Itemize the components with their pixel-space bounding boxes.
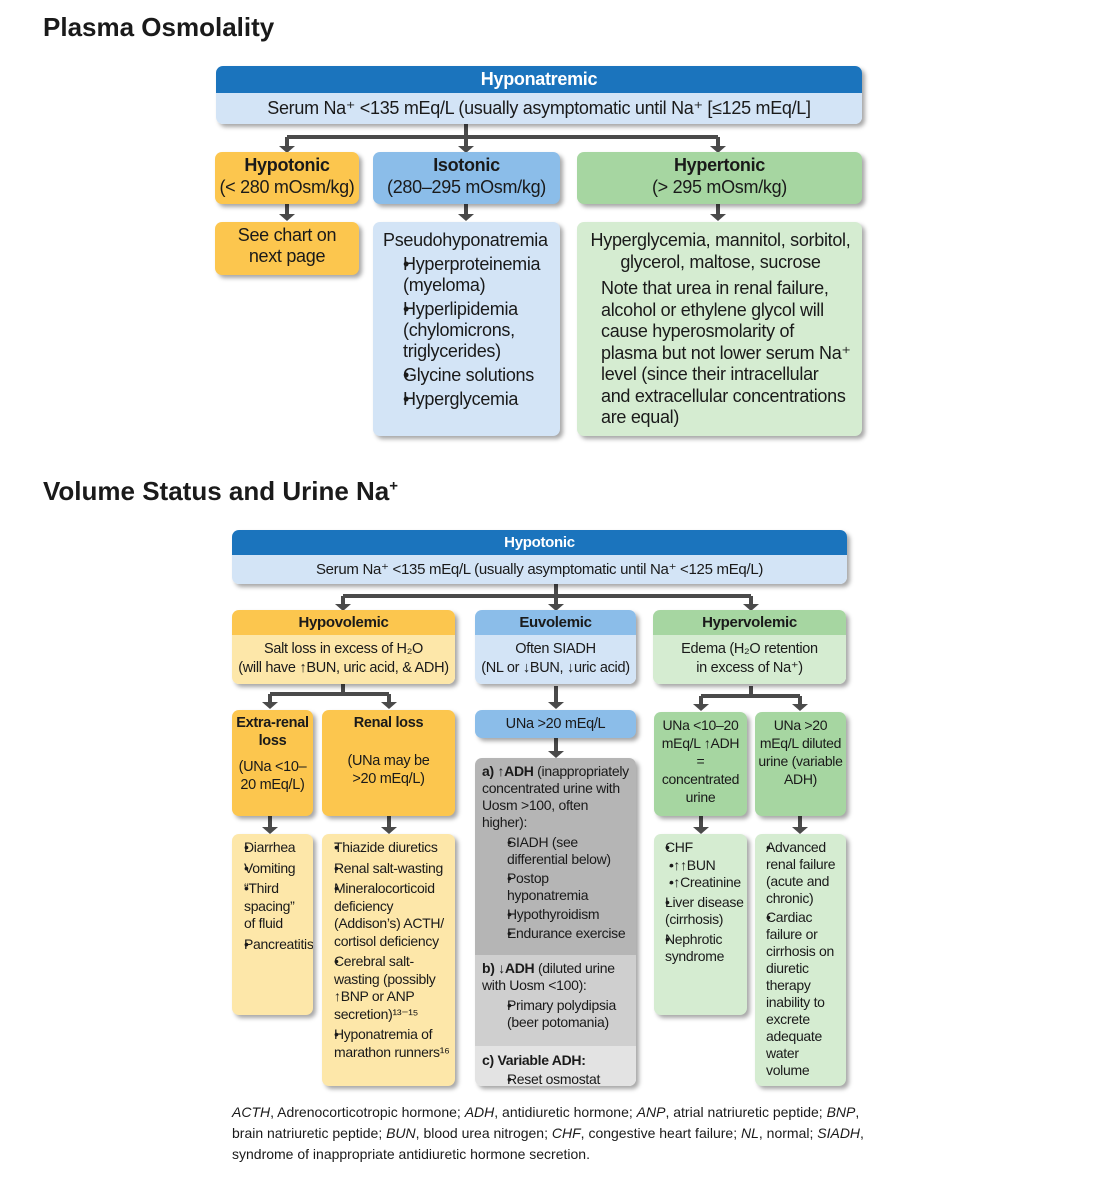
adh-variable-list: Reset osmostat: [482, 1071, 630, 1086]
list-item: Pancreatitis: [236, 936, 313, 954]
list-item: Primary polydipsia (beer potomania): [498, 997, 630, 1031]
adh-high-label: a) ↑ADH: [482, 763, 534, 779]
list-item: Cerebral salt-wasting (possibly ↑BNP or …: [326, 953, 451, 1023]
list-subitem: -↑Creatinine: [657, 874, 744, 892]
list-item: Cardiac failure or cirrhosis on diuretic…: [758, 909, 843, 1079]
list-item: Mineralocorticoid deficiency (Addison’s)…: [326, 880, 451, 950]
renal-causes-list: Thiazide diuretics Renal salt-wasting Mi…: [328, 839, 451, 1061]
hypervolemic-box: Hypervolemic Edema (H₂O retention in exc…: [653, 610, 846, 684]
list-item: Thiazide diuretics: [326, 839, 451, 857]
list-item: Endurance exercise: [498, 925, 630, 942]
hyponatremic-root-box: Hyponatremic Serum Na⁺ <135 mEq/L (usual…: [216, 66, 862, 124]
extrarenal-loss-title: Extra-renal loss: [236, 715, 309, 749]
hypovolemic-box: Hypovolemic Salt loss in excess of H₂O (…: [232, 610, 455, 684]
hyponatremic-title: Hyponatremic: [216, 66, 862, 93]
hypervolemic-title: Hypervolemic: [653, 610, 846, 635]
euvolemic-a-section: a) ↑ADH (inappropriately concentrated ur…: [475, 758, 636, 955]
hypervolemic-high-una-detail: UNa >20 mEq/L diluted urine (variable AD…: [758, 717, 843, 787]
list-item: Hypothyroidism: [498, 906, 630, 923]
renal-loss-box: Renal loss (UNa may be >20 mEq/L): [322, 710, 455, 816]
hypervolemic-low-una-box: UNa <10–20 mEq/L ↑ADH = concentrated uri…: [654, 712, 747, 816]
adh-low-list: Primary polydipsia (beer potomania): [482, 997, 630, 1031]
adh-high-text: (inappropriately concentrated urine with…: [482, 763, 629, 830]
hypotonic-box: Hypotonic (< 280 mOsm/kg): [215, 152, 359, 204]
list-item: Nephrotic syndrome: [657, 931, 744, 966]
hypervolemic-high-una-box: UNa >20 mEq/L diluted urine (variable AD…: [755, 712, 846, 816]
list-item: Hyperproteinemia (myeloma): [393, 254, 552, 296]
adh-low-label: b) ↓ADH: [482, 960, 535, 976]
hypertonic-heading: Hyperglycemia, mannitol, sorbitol, glyce…: [590, 230, 851, 272]
euvolemic-b-section: b) ↓ADH (diluted urine with Uosm <100): …: [475, 955, 636, 1046]
isotonic-range: (280–295 mOsm/kg): [387, 177, 546, 197]
hypervolemic-low-causes-list: CHF -↑↑BUN -↑Creatinine Liver disease (c…: [659, 839, 744, 966]
extrarenal-causes-list: Diarrhea Vomiting “Third spacing” of flu…: [236, 839, 313, 954]
hypertonic-range: (> 295 mOsm/kg): [651, 177, 788, 197]
list-item: Hyperlipidemia (chylomicrons, triglyceri…: [393, 299, 552, 362]
list-item: Diarrhea: [236, 839, 309, 857]
isotonic-title: Isotonic: [433, 155, 500, 175]
isotonic-box: Isotonic (280–295 mOsm/kg): [373, 152, 560, 204]
hypotonic-range: (< 280 mOsm/kg): [219, 177, 355, 197]
hypovolemic-title: Hypovolemic: [232, 610, 455, 635]
hyponatremic-subtitle: Serum Na⁺ <135 mEq/L (usually asymptomat…: [216, 93, 862, 124]
euvolemic-detail-box: a) ↑ADH (inappropriately concentrated ur…: [475, 758, 636, 1086]
extrarenal-loss-box: Extra-renal loss (UNa <10–20 mEq/L): [232, 710, 313, 816]
list-item: Vomiting: [236, 860, 309, 878]
adh-low-text: (diluted urine with Uosm <100):: [482, 960, 615, 993]
section-title-plasma-osmolality: Plasma Osmolality: [43, 12, 275, 42]
euvolemic-box: Euvolemic Often SIADH (NL or ↓BUN, ↓uric…: [475, 610, 636, 684]
adh-variable-label: c) Variable ADH:: [482, 1052, 586, 1068]
hypervolemic-low-causes-box: CHF -↑↑BUN -↑Creatinine Liver disease (c…: [654, 834, 747, 1015]
hypervolemic-high-causes-list: Advanced renal failure (acute and chroni…: [760, 839, 843, 1079]
hypotonic-root-subtitle: Serum Na⁺ <135 mEq/L (usually asymptomat…: [232, 555, 847, 584]
hypertonic-box: Hypertonic (> 295 mOsm/kg): [577, 152, 862, 204]
hypervolemic-desc: Edema (H₂O retention in excess of Na⁺): [653, 635, 846, 684]
euvolemic-una: UNa >20 mEq/L: [505, 716, 606, 732]
hypervolemic-high-causes-box: Advanced renal failure (acute and chroni…: [755, 834, 846, 1086]
isotonic-heading: Pseudohyponatremia: [383, 230, 548, 250]
list-item: Renal salt-wasting: [326, 860, 451, 878]
adh-high-list: SIADH (see differential below) Postop hy…: [482, 834, 630, 942]
isotonic-list: Hyperproteinemia (myeloma) Hyperlipidemi…: [383, 254, 552, 410]
hypotonic-title: Hypotonic: [244, 155, 330, 175]
list-item: “Third spacing” of fluid: [236, 880, 309, 933]
list-item: Liver disease (cirrhosis): [657, 894, 744, 929]
hypotonic-note: See chart on next page: [237, 225, 337, 266]
extrarenal-causes-box: Diarrhea Vomiting “Third spacing” of flu…: [232, 834, 313, 1015]
renal-loss-detail: (UNa may be >20 mEq/L): [347, 753, 430, 787]
section-title-volume-status: Volume Status and Urine Na+: [43, 476, 399, 506]
list-item: Glycine solutions: [393, 365, 552, 386]
euvolemic-title: Euvolemic: [475, 610, 636, 635]
hypotonic-root-title: Hypotonic: [232, 530, 847, 555]
hypervolemic-low-una-detail: UNa <10–20 mEq/L ↑ADH = concentrated uri…: [661, 717, 740, 805]
euvolemic-una-box: UNa >20 mEq/L: [475, 710, 636, 738]
list-item: Reset osmostat: [498, 1071, 630, 1086]
hypovolemic-desc: Salt loss in excess of H₂O (will have ↑B…: [232, 635, 455, 684]
euvolemic-c-section: c) Variable ADH: Reset osmostat: [475, 1046, 636, 1086]
list-item: Hyperglycemia: [393, 389, 552, 410]
isotonic-detail-box: Pseudohyponatremia Hyperproteinemia (mye…: [373, 222, 560, 436]
list-item: Hyponatremia of marathon runners¹⁶: [326, 1026, 451, 1061]
hypotonic-note-box: See chart on next page: [215, 222, 359, 275]
renal-causes-box: Thiazide diuretics Renal salt-wasting Mi…: [322, 834, 455, 1086]
list-item: SIADH (see differential below): [498, 834, 630, 868]
extrarenal-loss-detail: (UNa <10–20 mEq/L): [238, 759, 307, 793]
hypertonic-title: Hypertonic: [673, 155, 766, 175]
list-item: Postop hyponatremia: [498, 870, 630, 904]
hypotonic-root-box: Hypotonic Serum Na⁺ <135 mEq/L (usually …: [232, 530, 847, 584]
list-item: CHF: [657, 839, 744, 857]
hypertonic-note: Note that urea in renal failure, alcohol…: [601, 278, 851, 427]
euvolemic-desc: Often SIADH (NL or ↓BUN, ↓uric acid): [475, 635, 636, 684]
renal-loss-title: Renal loss: [353, 715, 424, 731]
list-item: Advanced renal failure (acute and chroni…: [758, 839, 843, 907]
hypertonic-detail-box: Hyperglycemia, mannitol, sorbitol, glyce…: [577, 222, 862, 436]
list-subitem: -↑↑BUN: [657, 857, 744, 875]
abbreviation-footnote: ACTH, Adrenocorticotropic hormone; ADH, …: [232, 1104, 864, 1162]
